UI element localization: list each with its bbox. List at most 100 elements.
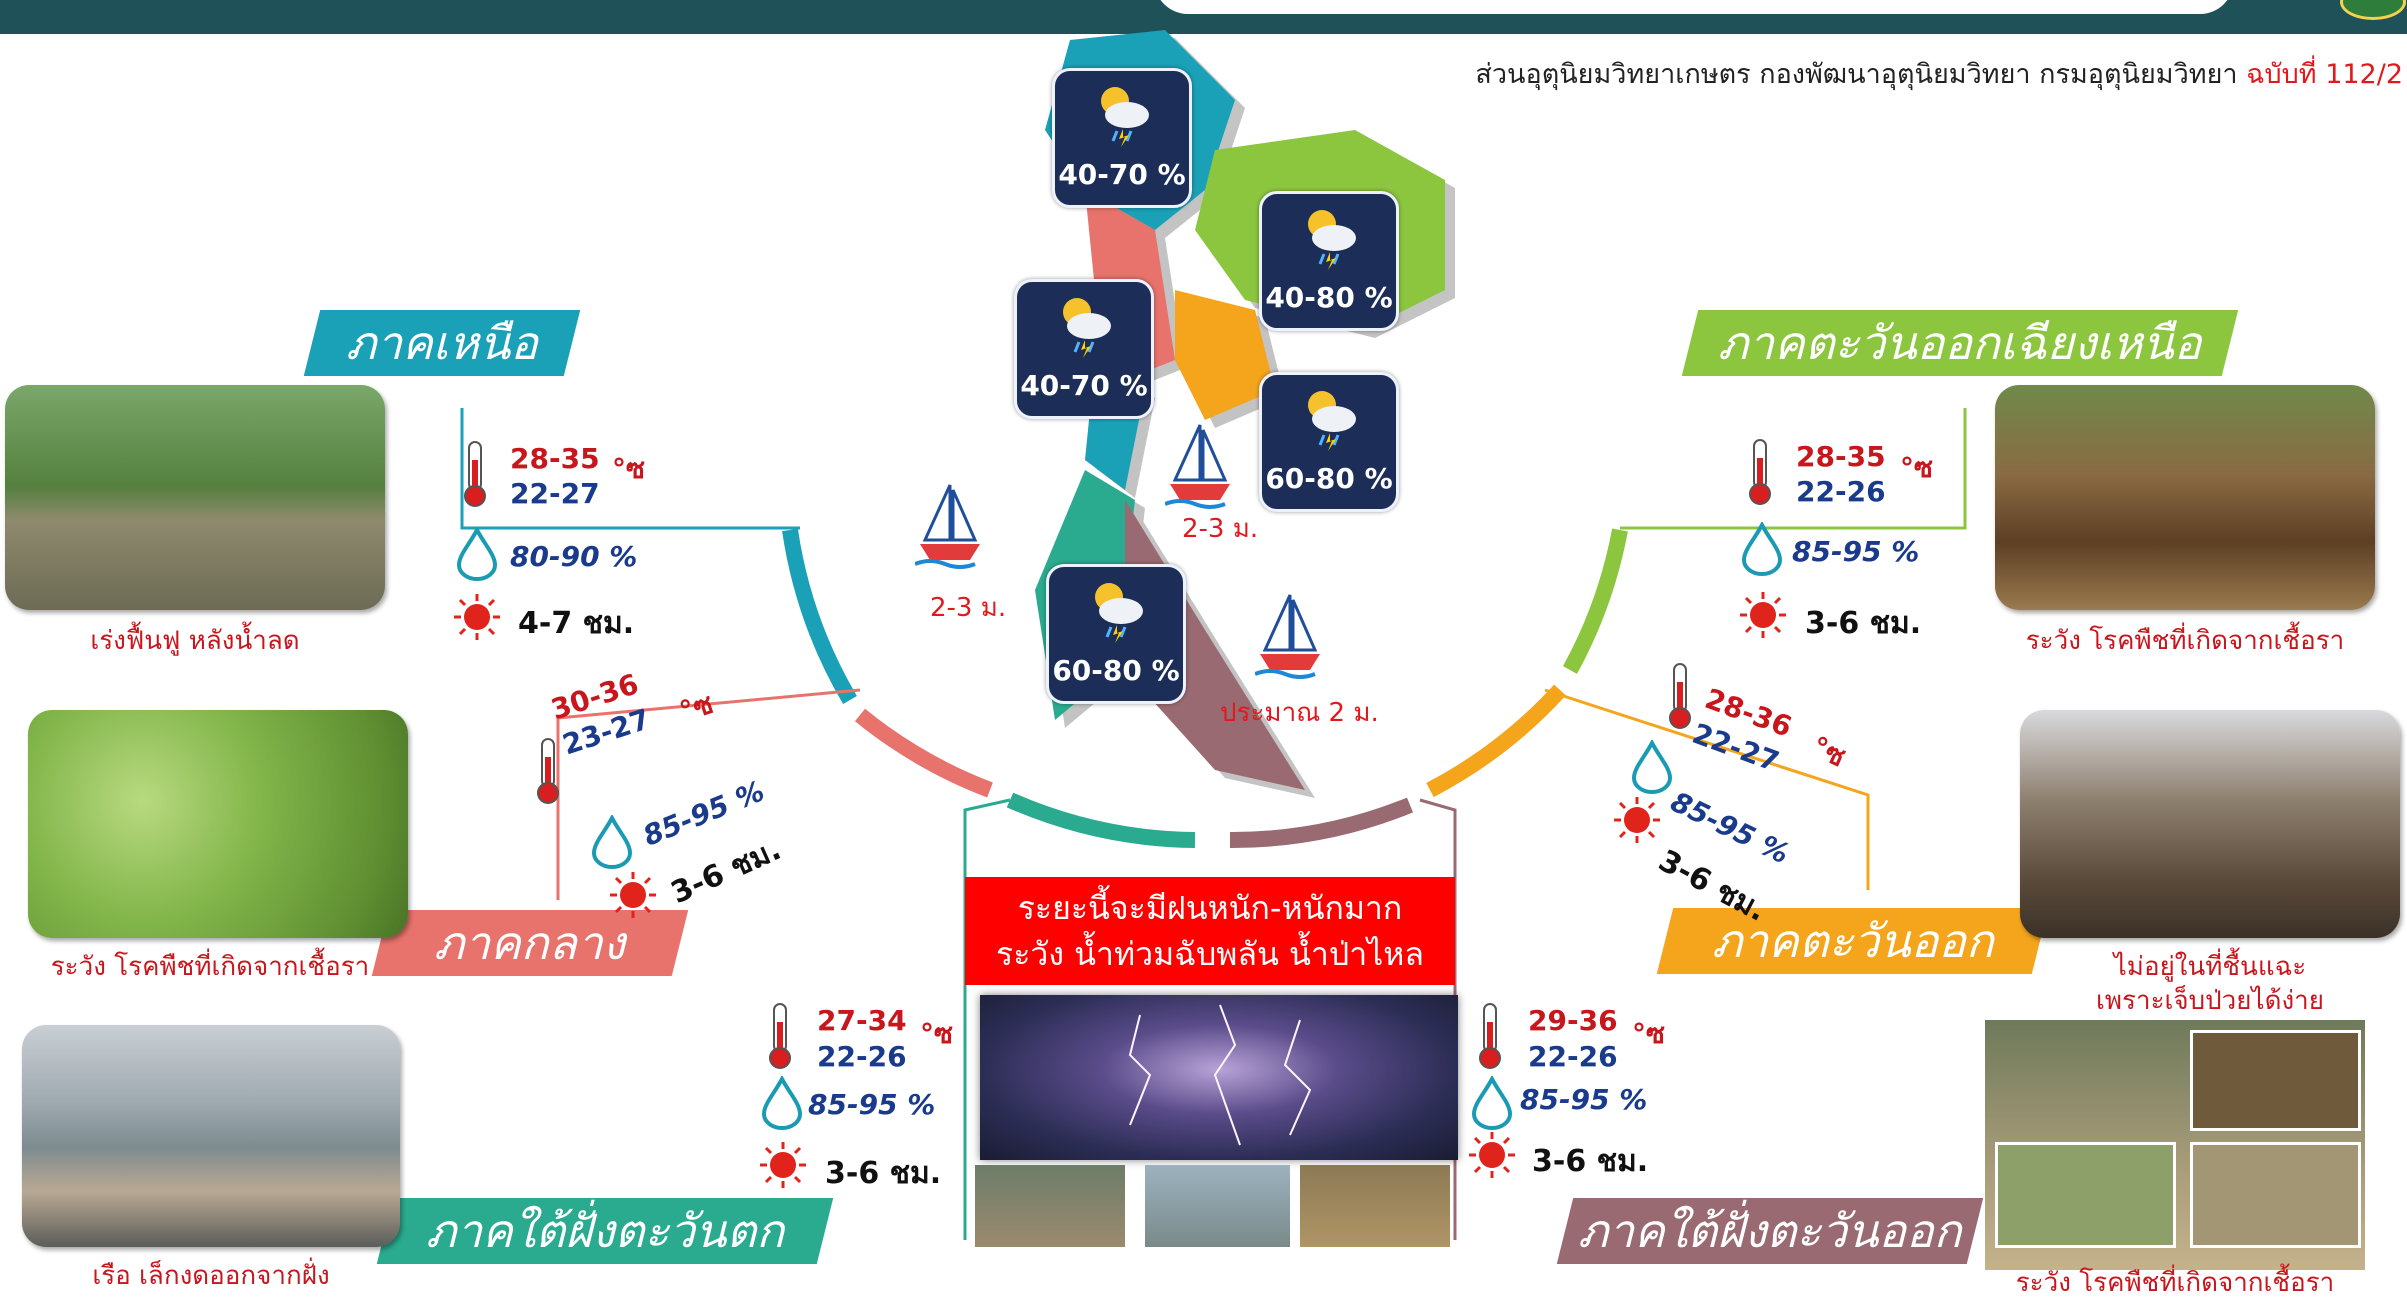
humidity-drop-icon <box>591 815 633 869</box>
tmin-south-west: 22-26 <box>817 1040 907 1073</box>
wave-height-south-gulf: ประมาณ 2 ม. <box>1220 698 1379 728</box>
thermometer-icon <box>537 738 559 804</box>
humidity-south-east: 85-95 % <box>1520 1083 1648 1116</box>
rain-thunder-icon <box>1308 210 1356 270</box>
photo-lightning-storm <box>980 995 1458 1160</box>
photo-inset-3 <box>2190 1142 2361 1248</box>
region-label: ภาคเหนือ <box>345 315 539 370</box>
region-south-east-shape <box>1125 500 1305 790</box>
region-banner-south-west: ภาคใต้ฝั่งตะวันตก <box>376 1198 834 1264</box>
humidity-south-west: 85-95 % <box>808 1088 936 1121</box>
arc-central <box>854 708 993 798</box>
photo-south-east-rubber <box>1985 1020 2365 1270</box>
arc-south-west <box>1006 792 1196 848</box>
unit-south-east: °ซ <box>1632 1017 1666 1050</box>
thermometer-icon <box>1749 439 1771 505</box>
caption-central: ระวัง โรคพืชที่เกิดจากเชื้อรา <box>50 952 370 982</box>
humidity-drop-icon <box>761 1076 803 1130</box>
photo-flood-3 <box>1300 1165 1450 1247</box>
rain-thunder-icon <box>1063 298 1111 358</box>
region-label: ภาคกลาง <box>434 915 626 970</box>
map-card-east: 60-80 % <box>1259 372 1399 512</box>
region-east-shape <box>1175 290 1275 420</box>
photo-northeast-fungus <box>1995 385 2375 610</box>
humidity-drop-icon <box>1631 740 1673 794</box>
sun-icon <box>1469 1132 1515 1178</box>
caption-east-2: เพราะเจ็บป่วยได้ง่าย <box>2095 986 2324 1016</box>
issue-number: ฉบับที่ 112/2 <box>2246 59 2403 90</box>
sailboat-icon <box>1255 594 1320 679</box>
sailboat-icon <box>915 484 980 569</box>
credit-line: ส่วนอุตุนิยมวิทยาเกษตร กองพัฒนาอุตุนิยมว… <box>1475 52 2403 95</box>
rain-thunder-icon <box>1095 583 1143 643</box>
map-card-pct: 40-70 % <box>1058 158 1186 191</box>
map-card-pct: 40-70 % <box>1020 369 1148 402</box>
region-banner-northeast: ภาคตะวันออกเฉียงเหนือ <box>1681 310 2239 376</box>
sunshine-north: 4-7 ชม. <box>518 606 635 641</box>
map-card-pct: 60-80 % <box>1265 462 1393 495</box>
photo-north-flood-orchard <box>5 385 385 610</box>
arc-north <box>782 528 857 705</box>
region-banner-south-east: ภาคใต้ฝั่งตะวันออก <box>1556 1198 1984 1264</box>
map-card-northeast: 40-80 % <box>1259 191 1399 331</box>
caption-east-1: ไม่อยู่ในที่ชื้นแฉะ <box>2113 952 2307 982</box>
humidity-drop-icon <box>456 527 498 581</box>
map-card-south: 60-80 % <box>1046 564 1186 704</box>
map-card-pct: 40-80 % <box>1265 281 1393 314</box>
sun-icon <box>1614 797 1660 843</box>
unit-south-west: °ซ <box>920 1017 954 1050</box>
heavy-rain-warning: ระยะนี้จะมีฝนหนัก-หนักมาก ระวัง น้ำท่วมฉ… <box>965 877 1455 1019</box>
caption-northeast: ระวัง โรคพืชที่เกิดจากเชื้อรา <box>2025 626 2345 656</box>
unit-north: °ซ <box>612 452 646 485</box>
rain-thunder-icon <box>1101 87 1149 147</box>
photo-flood-1 <box>975 1165 1125 1247</box>
sun-icon <box>760 1142 806 1188</box>
humidity-northeast: 85-95 % <box>1792 535 1920 568</box>
sailboat-icon <box>1165 424 1230 509</box>
lightning-bolts <box>1128 1004 1312 1146</box>
tmax-northeast: 28-35 <box>1796 440 1886 473</box>
map-card-north: 40-70 % <box>1052 68 1192 208</box>
sunshine-northeast: 3-6 ชม. <box>1805 606 1922 641</box>
arc-south-east <box>1229 797 1414 849</box>
photo-south-west-waves <box>22 1025 400 1247</box>
tmin-south-east: 22-26 <box>1528 1040 1618 1073</box>
tmin-north: 22-27 <box>510 477 600 510</box>
thermometer-icon <box>1479 1003 1501 1069</box>
sunshine-south-west: 3-6 ชม. <box>825 1156 942 1191</box>
photo-flood-2 <box>1145 1165 1290 1247</box>
region-banner-north: ภาคเหนือ <box>303 310 581 376</box>
unit-northeast: °ซ <box>1900 451 1934 484</box>
sun-icon <box>610 872 656 918</box>
credit-text: ส่วนอุตุนิยมวิทยาเกษตร กองพัฒนาอุตุนิยมว… <box>1475 59 2247 90</box>
humidity-north: 80-90 % <box>510 540 638 573</box>
region-label: ภาคใต้ฝั่งตะวันตก <box>425 1203 785 1258</box>
thermometer-icon <box>1669 663 1691 729</box>
photo-east-cattle <box>2020 710 2400 938</box>
tmax-north: 28-35 <box>510 442 600 475</box>
region-label: ภาคตะวันออกเฉียงเหนือ <box>1718 315 2202 370</box>
map-card-pct: 60-80 % <box>1052 654 1180 687</box>
wave-height-gulf: 2-3 ม. <box>1182 514 1259 544</box>
region-banner-east: ภาคตะวันออก <box>1656 908 2049 974</box>
arc-northeast <box>1562 528 1628 674</box>
tmax-south-west: 27-34 <box>817 1004 907 1037</box>
sunshine-south-east: 3-6 ชม. <box>1532 1144 1649 1179</box>
humidity-drop-icon <box>1471 1076 1513 1130</box>
arc-east <box>1426 684 1566 798</box>
caption-south-west: เรือ เล็กงดออกจากฝั่ง <box>92 1261 330 1291</box>
warning-line-1: ระยะนี้จะมีฝนหนัก-หนักมาก <box>1017 889 1403 927</box>
region-label: ภาคใต้ฝั่งตะวันออก <box>1578 1203 1962 1258</box>
sun-icon <box>454 594 500 640</box>
humidity-drop-icon <box>1741 522 1783 576</box>
rain-thunder-icon <box>1308 391 1356 451</box>
caption-north: เร่งฟื้นฟู หลังน้ำลด <box>90 626 300 656</box>
tmin-northeast: 22-26 <box>1796 475 1886 508</box>
photo-inset-2 <box>1995 1142 2176 1248</box>
photo-central-leaf-disease <box>28 710 408 938</box>
map-card-central: 40-70 % <box>1014 279 1154 419</box>
tmax-south-east: 29-36 <box>1528 1004 1618 1037</box>
thermometer-icon <box>769 1003 791 1069</box>
photo-inset-1 <box>2190 1030 2361 1131</box>
